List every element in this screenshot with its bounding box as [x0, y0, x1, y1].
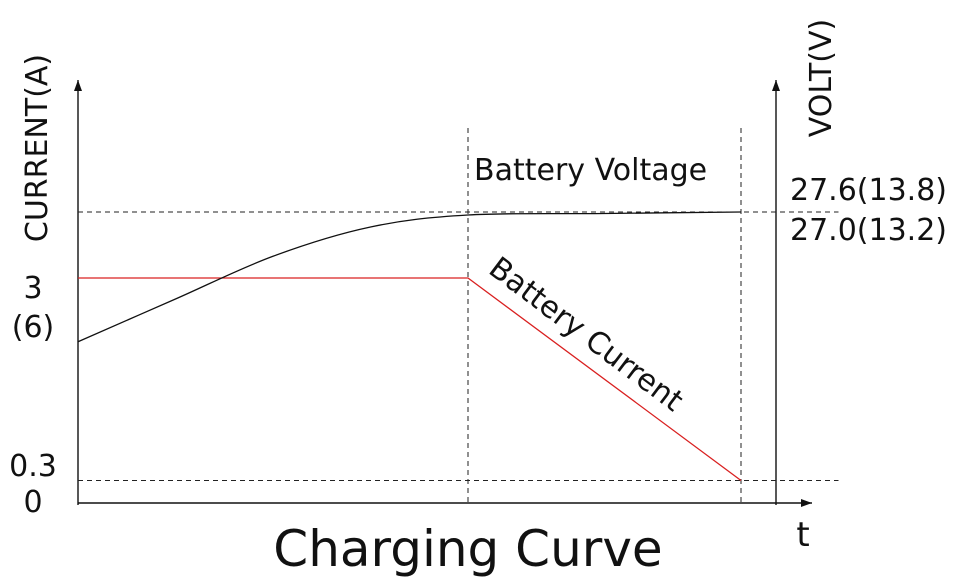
- voltage-series-label: Battery Voltage: [474, 153, 707, 188]
- left-tick-label: 3: [23, 271, 42, 306]
- current-series-label: Battery Current: [482, 250, 690, 418]
- battery-voltage-line: [77, 211, 742, 343]
- right-tick-label: 27.6(13.8): [790, 173, 947, 208]
- left-tick-label: 0: [23, 485, 42, 520]
- right-axis-title: VOLT(V): [804, 19, 839, 137]
- left-axis-title: CURRENT(A): [20, 54, 55, 242]
- chart-title: Charging Curve: [273, 520, 662, 578]
- battery-current-line: [78, 277, 742, 482]
- right-tick-label: 27.0(13.2): [790, 213, 947, 248]
- left-tick-label: 0.3: [9, 449, 57, 484]
- x-axis-title: t: [796, 515, 809, 555]
- left-tick-label: (6): [12, 310, 55, 345]
- reference-lines: [78, 128, 839, 503]
- series-layer: [77, 211, 742, 482]
